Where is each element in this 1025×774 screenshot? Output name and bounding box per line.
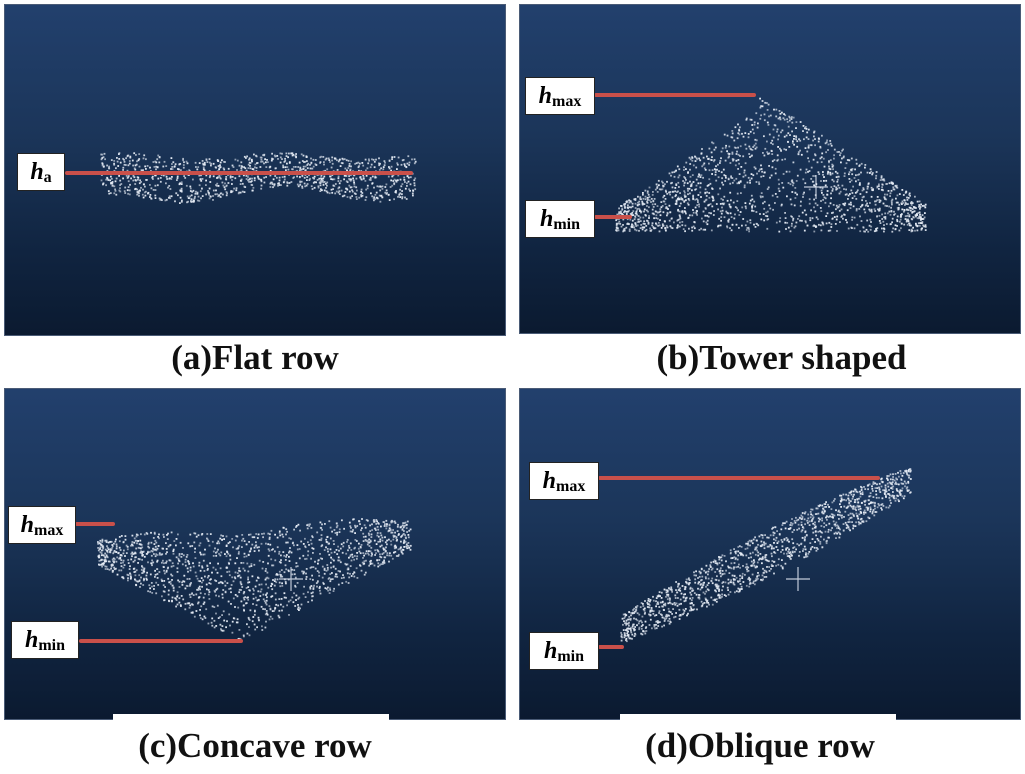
centroid-cross-d: [786, 567, 810, 591]
label-h-max-c-symbol: h: [20, 512, 35, 538]
caption-backdrop-c: [113, 714, 389, 722]
label-h-min-b-subscript: min: [553, 216, 581, 233]
point-cloud-concave-row: [75, 518, 412, 643]
points-concave-row: [97, 518, 412, 641]
label-h-min-c-subscript: min: [38, 637, 66, 654]
label-h-a-subscript: a: [43, 169, 52, 186]
label-h-max-b-subscript: max: [552, 93, 582, 110]
label-h-a-symbol: h: [30, 159, 44, 185]
centroid-cross-c: [279, 567, 303, 591]
label-h-min-c-symbol: h: [24, 627, 39, 653]
label-h-min-d-symbol: h: [543, 638, 558, 664]
points-oblique-row: [620, 468, 912, 643]
label-h-min-b-symbol: h: [539, 206, 554, 232]
point-cloud-tower-shaped: [594, 93, 927, 233]
caption-oblique-row: (d)Oblique row: [645, 726, 875, 765]
caption-concave-row: (c)Concave row: [138, 726, 372, 765]
label-h-max-d-symbol: h: [542, 468, 557, 494]
point-cloud-oblique-row: [598, 468, 912, 649]
caption-backdrop-d: [620, 714, 896, 722]
label-h-max-d-subscript: max: [556, 478, 586, 495]
points-flat-row: [100, 152, 417, 204]
label-h-min-d-subscript: min: [557, 648, 585, 665]
caption-flat-row: (a)Flat row: [171, 338, 339, 377]
centroid-cross-b: [804, 175, 828, 199]
points-tower-shaped: [615, 97, 927, 233]
caption-tower-shaped: (b)Tower shaped: [656, 338, 907, 377]
label-h-max-c-subscript: max: [34, 522, 64, 539]
point-cloud-flat-row: [65, 152, 417, 204]
label-h-max-b-symbol: h: [538, 83, 553, 109]
